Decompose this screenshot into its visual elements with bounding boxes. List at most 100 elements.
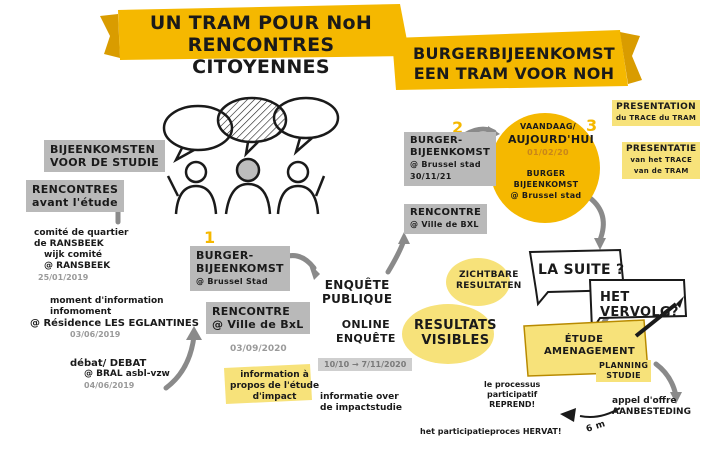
step2-number: 2	[452, 118, 464, 137]
step1-rencontre: RENCONTRE @ Ville de BxL	[206, 302, 310, 334]
step1-title-l2: BIJEENKOMST	[196, 262, 284, 275]
left-item-1: comité de quartier de RANSBEEK wijk comi…	[34, 228, 129, 283]
step1-info-fr: information à propos de l'étude d'impact	[230, 370, 319, 403]
enquete-nl: ONLINE ENQUÊTE	[336, 318, 396, 346]
left-item2-l3: @ Résidence LES EGLANTINES	[30, 318, 199, 329]
left-heading-fr-line1: RENCONTRES	[32, 183, 119, 196]
main-title-line1: UN TRAM POUR NoH	[149, 12, 373, 34]
results-fr-l2: VISIBLES	[421, 333, 490, 348]
today-circle	[490, 113, 600, 223]
left-heading-fr-line2: avant l'étude	[32, 196, 118, 209]
step3-presentation-nl-l1: PRESENTATIE	[626, 144, 697, 154]
results-blob-nl	[446, 258, 510, 306]
left-item2-l1: moment d'information	[50, 296, 164, 306]
left-item2-date: 03/06/2019	[70, 330, 121, 339]
results-fr-l1: RESULTATS	[414, 318, 497, 333]
left-item1-l4: @ RANSBEEK	[44, 261, 111, 271]
main-title: UN TRAM POUR NoH RENCONTRES CITOYENNES	[126, 12, 396, 78]
step1-info-fr-l2: propos de l'étude	[230, 381, 320, 391]
left-heading-nl-line1: BIJEENKOMSTEN	[50, 143, 156, 156]
left-item1-l3: wijk comité	[44, 250, 102, 260]
speech-bubbles-icon	[162, 96, 340, 164]
left-item3-l1: débat/ DEBAT	[70, 358, 147, 369]
step2-title-l1: BURGER-	[410, 135, 463, 146]
step2-rencontre: RENCONTRE @ Ville de BXL	[404, 204, 488, 234]
results-nl-l1: ZICHTBARE	[458, 270, 519, 280]
enquete-fr-l2: PUBLIQUE	[322, 292, 393, 306]
step3-today-l1: VAANDAAG/	[520, 122, 576, 131]
results-nl: ZICHTBARE RESULTATEN	[456, 270, 522, 292]
step3-burger-l2: @ Brussel stad	[510, 191, 582, 200]
enquete-nl-l2: ENQUÊTE	[336, 332, 396, 345]
processus-nl: het participatieproces HERVAT!	[420, 427, 562, 436]
step2-title-l2: BIJEENKOMST	[410, 147, 491, 158]
step3-presentation-nl: PRESENTATIE van het TRACE van de TRAM	[622, 142, 701, 179]
step2-title: BURGER- BIJEENKOMST @ Brussel stad 30/11…	[404, 132, 497, 186]
step3-burger: BURGER BIJEENKOMST @ Brussel stad	[500, 168, 592, 201]
sub-title-line2: EEN TRAM VOOR NOH	[413, 64, 615, 83]
appel: appel d'offre AANBESTEDING	[612, 396, 691, 418]
step2-title-date: 30/11/21	[410, 172, 452, 181]
step3-today: VAANDAAG/ AUJOURD'HUI 01/02/20	[508, 120, 594, 159]
step1-info-nl-l2: de impactstudie	[320, 403, 402, 413]
left-item-3: débat/ DEBAT @ BRAL asbl-vzw 04/06/2019	[70, 358, 170, 391]
processus-l2: participatif	[486, 390, 538, 399]
title-ribbon	[118, 4, 410, 60]
planning-l2: STUDIE	[606, 371, 641, 380]
step3-presentation-nl-l3: van de TRAM	[633, 167, 689, 175]
step1-title-l3: @ Brussel Stad	[196, 277, 268, 286]
results-blob-fr	[402, 304, 494, 364]
step1-number: 1	[204, 228, 216, 247]
step3-today-l2: AUJOURD'HUI	[508, 133, 594, 146]
step3-presentation-fr: PRESENTATION du TRACE du TRAM	[612, 100, 701, 126]
planning-l1: PLANNING	[599, 361, 649, 370]
step3-presentation-fr-l2: du TRACE du TRAM	[616, 114, 697, 122]
step1-title: BURGER- BIJEENKOMST @ Brussel Stad	[190, 246, 290, 291]
step3-burger-l1: BURGER BIJEENKOMST	[513, 169, 579, 189]
left-item1-l1: comité de quartier	[34, 228, 129, 238]
left-item3-l2: @ BRAL asbl-vzw	[84, 369, 170, 379]
results-nl-l2: RESULTATEN	[456, 281, 522, 291]
step1-date: 03/09/2020	[230, 344, 287, 354]
appel-l2: AANBESTEDING	[612, 407, 691, 417]
subtitle-ribbon	[392, 30, 628, 90]
planning: PLANNING STUDIE	[596, 360, 652, 382]
step1-info-nl: informatie over de impactstudie	[320, 392, 402, 414]
left-item1-l2: de RANSBEEK	[34, 239, 104, 249]
sub-title: BURGERBIJEENKOMST EEN TRAM VOOR NOH	[404, 44, 624, 84]
step2-title-l3: @ Brussel stad	[410, 160, 481, 169]
enquete-fr: ENQUÊTE PUBLIQUE	[322, 278, 392, 306]
step1-info-nl-l1: informatie over	[320, 392, 399, 402]
step3-number: 3	[586, 116, 598, 135]
processus-l1: le processus	[484, 380, 541, 389]
step3-presentation-fr-l1: PRESENTATION	[616, 102, 696, 112]
next-nl: HET VERVOLG?	[600, 290, 679, 320]
left-item2-l2: infomoment	[50, 307, 112, 317]
step1-title-l1: BURGER-	[196, 249, 254, 262]
step1-info-fr-l3: d'impact	[252, 392, 297, 402]
left-heading-nl-line2: VOOR DE STUDIE	[50, 156, 160, 169]
enquete-fr-l1: ENQUÊTE	[324, 278, 390, 292]
left-item-2: moment d'information infomoment @ Réside…	[30, 296, 199, 340]
left-heading-fr: RENCONTRES avant l'étude	[26, 180, 125, 212]
next-fr: LA SUITE ?	[538, 262, 625, 278]
etude: ÉTUDE AMENAGEMENT	[544, 334, 635, 358]
step2-rencontre-l1: RENCONTRE	[410, 207, 482, 218]
step1-rencontre-l1: RENCONTRE	[212, 305, 291, 318]
appel-l1: appel d'offre	[612, 396, 677, 406]
processus-fr: le processus participatif REPREND!	[484, 380, 540, 410]
sub-title-line1: BURGERBIJEENKOMST	[413, 44, 615, 63]
people-icon	[166, 157, 326, 215]
etude-l1: ÉTUDE	[564, 334, 604, 345]
results-fr: RESULTATS VISIBLES	[414, 318, 497, 348]
left-heading-nl: BIJEENKOMSTEN VOOR DE STUDIE	[44, 140, 166, 172]
left-item3-date: 04/06/2019	[84, 381, 135, 390]
enquete-nl-l1: ONLINE	[341, 318, 390, 331]
processus-l3: REPREND!	[489, 400, 536, 409]
enquete-dates: 10/10 → 7/11/2020	[318, 358, 413, 371]
step3-today-date: 01/02/20	[527, 148, 569, 157]
step3-presentation-nl-l2: van het TRACE	[630, 156, 693, 164]
left-item1-date: 25/01/2019	[38, 273, 89, 282]
step2-rencontre-l2: @ Ville de BXL	[410, 220, 479, 229]
